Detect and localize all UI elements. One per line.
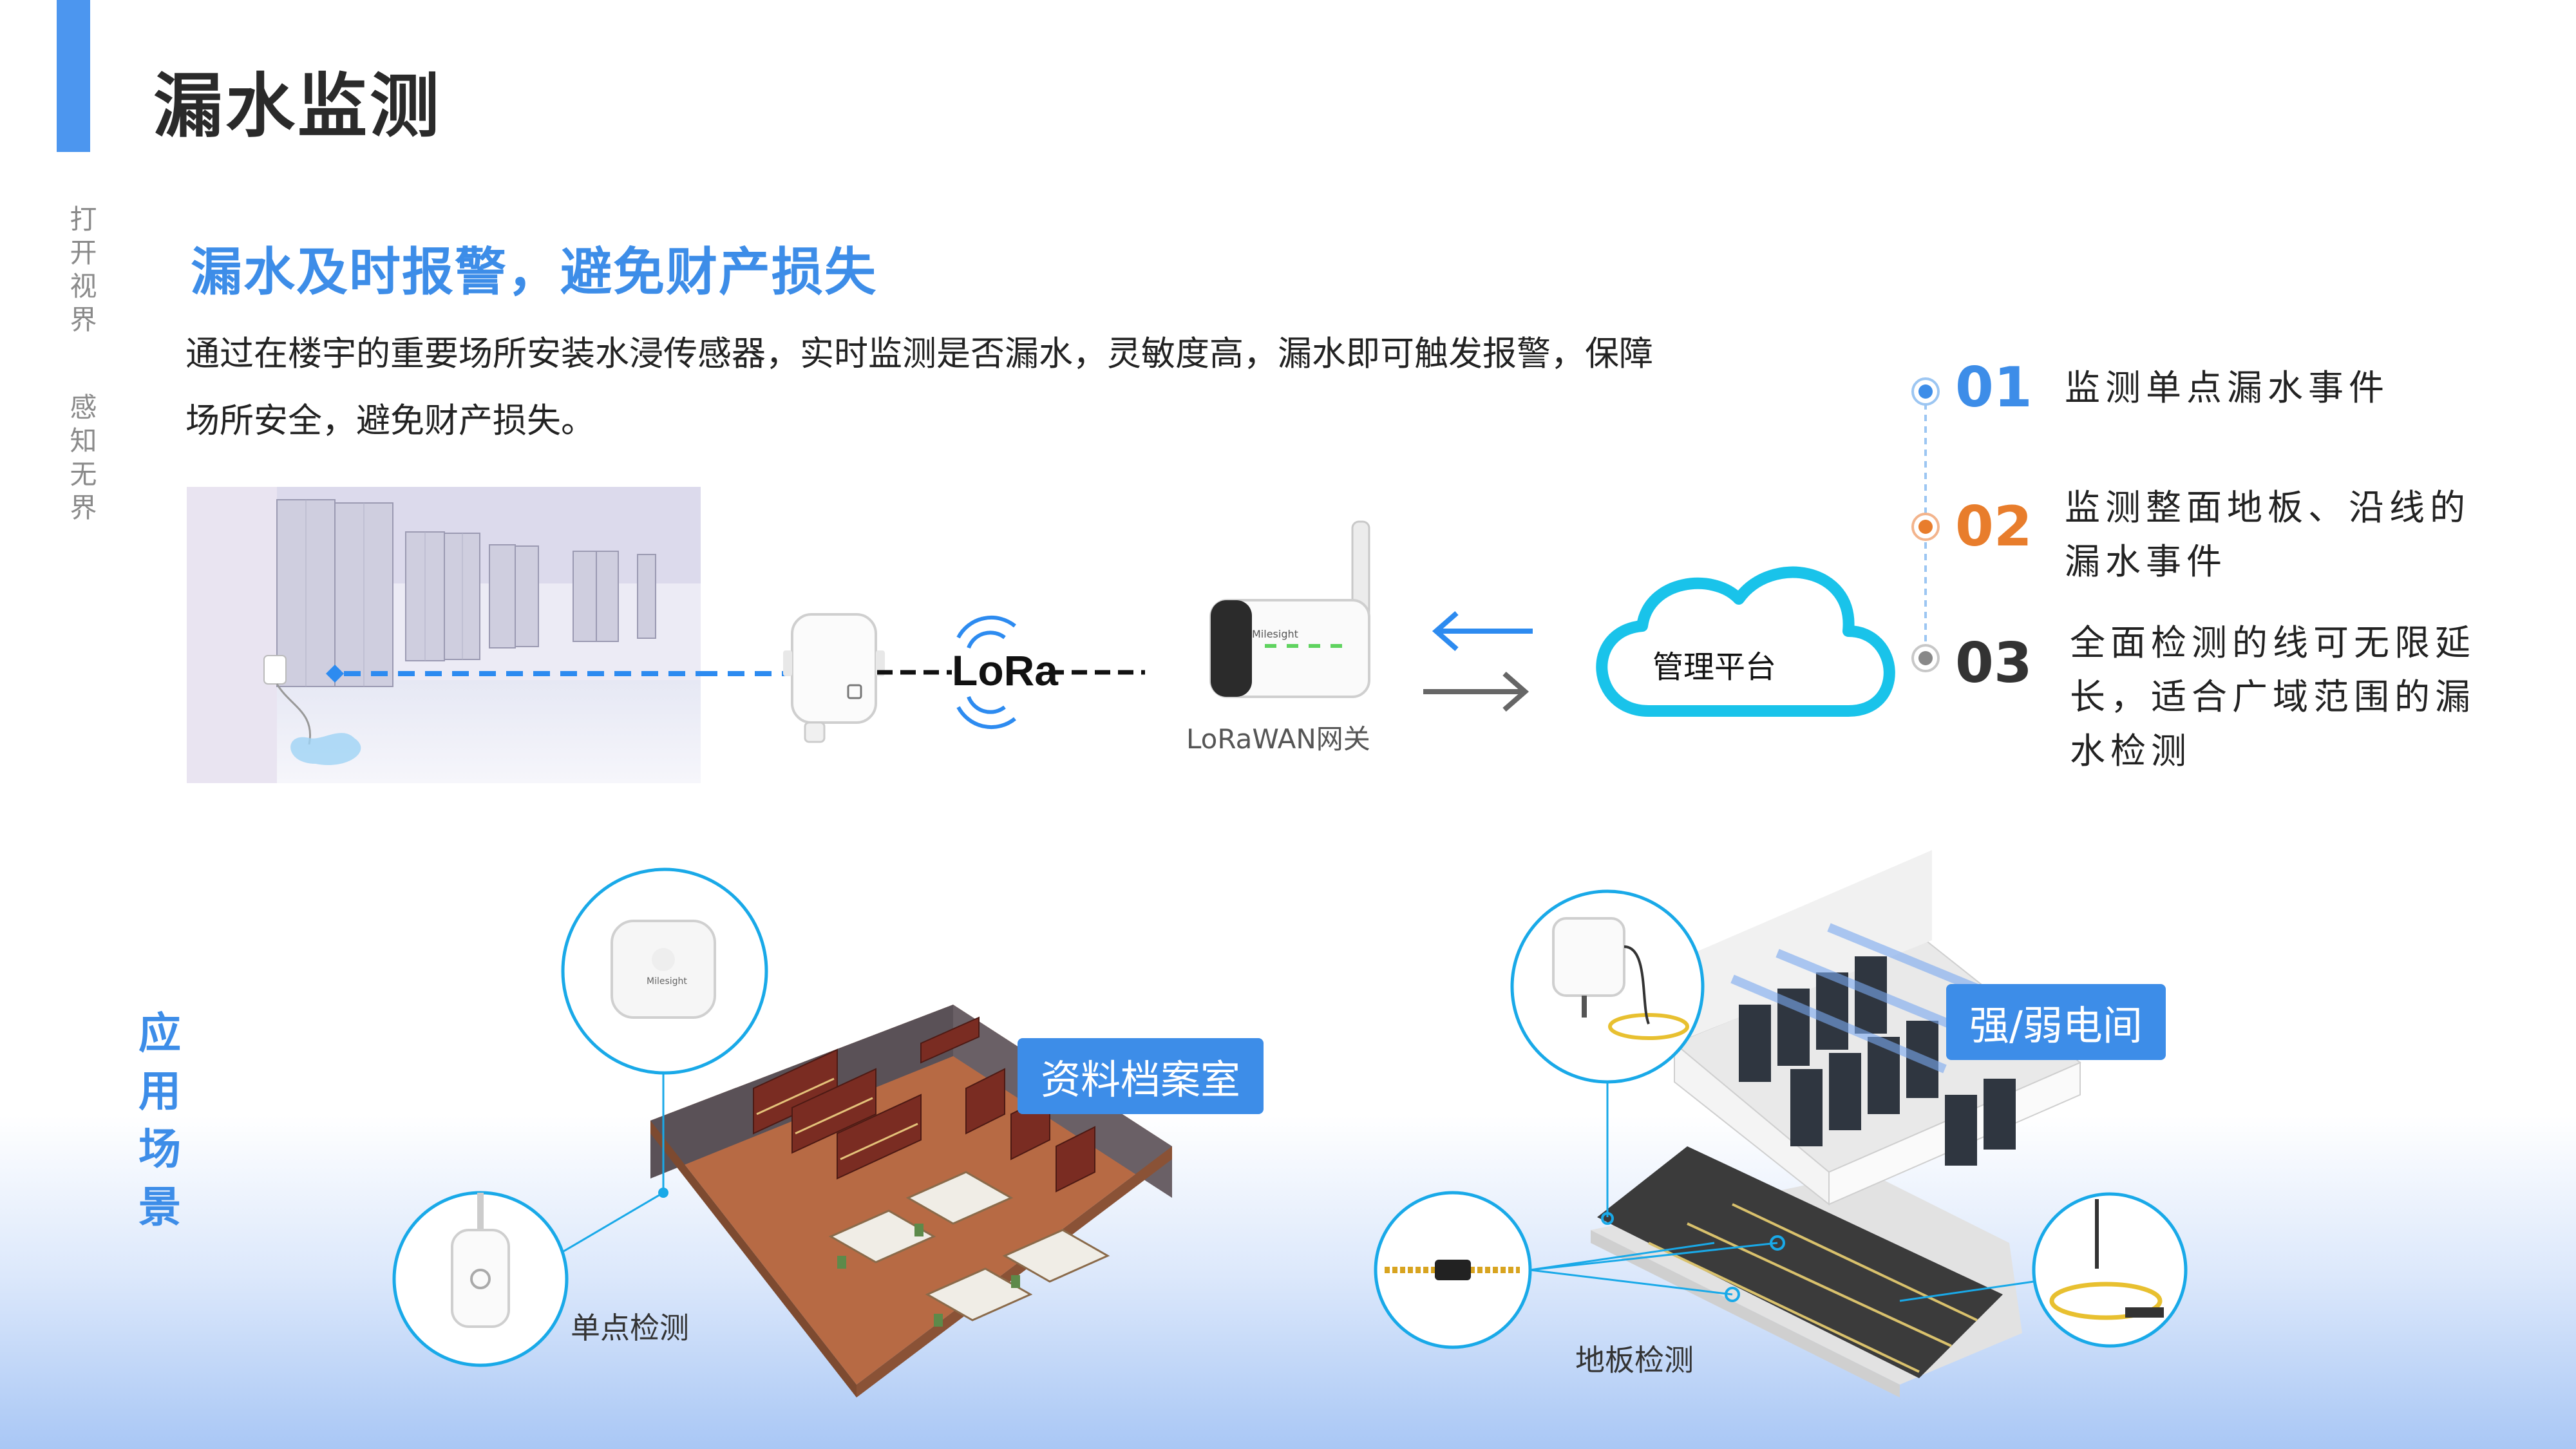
feature-number: 01 (1955, 355, 2032, 420)
archive-room-illustration (650, 1005, 1172, 1397)
feature-text: 监测整面地板、沿线的漏水事件 (2065, 487, 2471, 582)
lora-waves (956, 616, 1016, 729)
gateway-caption: LoRaWAN网关 (1186, 723, 1370, 755)
floor-detection-label: 地板检测 (1575, 1343, 1694, 1378)
side-slogan: 打开视界 (66, 205, 97, 339)
title-accent-bar (57, 0, 90, 152)
archive-room-tag: 资料档案室 (1018, 1038, 1264, 1114)
power-room-tag: 强/弱电间 (1946, 984, 2166, 1060)
intro-paragraph: 通过在楼宇的重要场所安装水浸传感器，实时监测是否漏水，灵敏度高，漏水即可触发报警… (185, 334, 1653, 440)
lorawan-gateway: Milesight (1209, 520, 1370, 698)
cable-end-callout (2032, 1192, 2188, 1348)
feature-text: 监测单点漏水事件 (2065, 367, 2390, 408)
feature-text: 全面检测的线可无限延长，适合广域范围的漏水检测 (2070, 622, 2476, 772)
page-title: 漏水监测 (153, 66, 442, 147)
datacenter-photo (187, 487, 701, 783)
side-slogan: 感知无界 (66, 393, 97, 527)
scenario-label: 应用场景 (138, 1009, 181, 1232)
server-room-illustration (1591, 850, 2081, 1397)
feature-number: 03 (1955, 631, 2032, 696)
bidirectional-arrows (1423, 611, 1533, 712)
section-heading: 漏水及时报警，避免财产损失 (191, 242, 877, 302)
gateway-brand: Milesight (1252, 628, 1298, 640)
feature-number: 02 (1955, 495, 2032, 559)
management-platform-label: 管理平台 (1653, 649, 1777, 685)
cloud-icon (1596, 566, 1895, 717)
sensor-brand: Milesight (647, 976, 687, 987)
feature-timeline (1911, 377, 1940, 672)
leak-sensor-device (783, 613, 885, 743)
single-point-label: 单点检测 (571, 1311, 689, 1345)
lora-logo: LoRa (952, 647, 1059, 694)
